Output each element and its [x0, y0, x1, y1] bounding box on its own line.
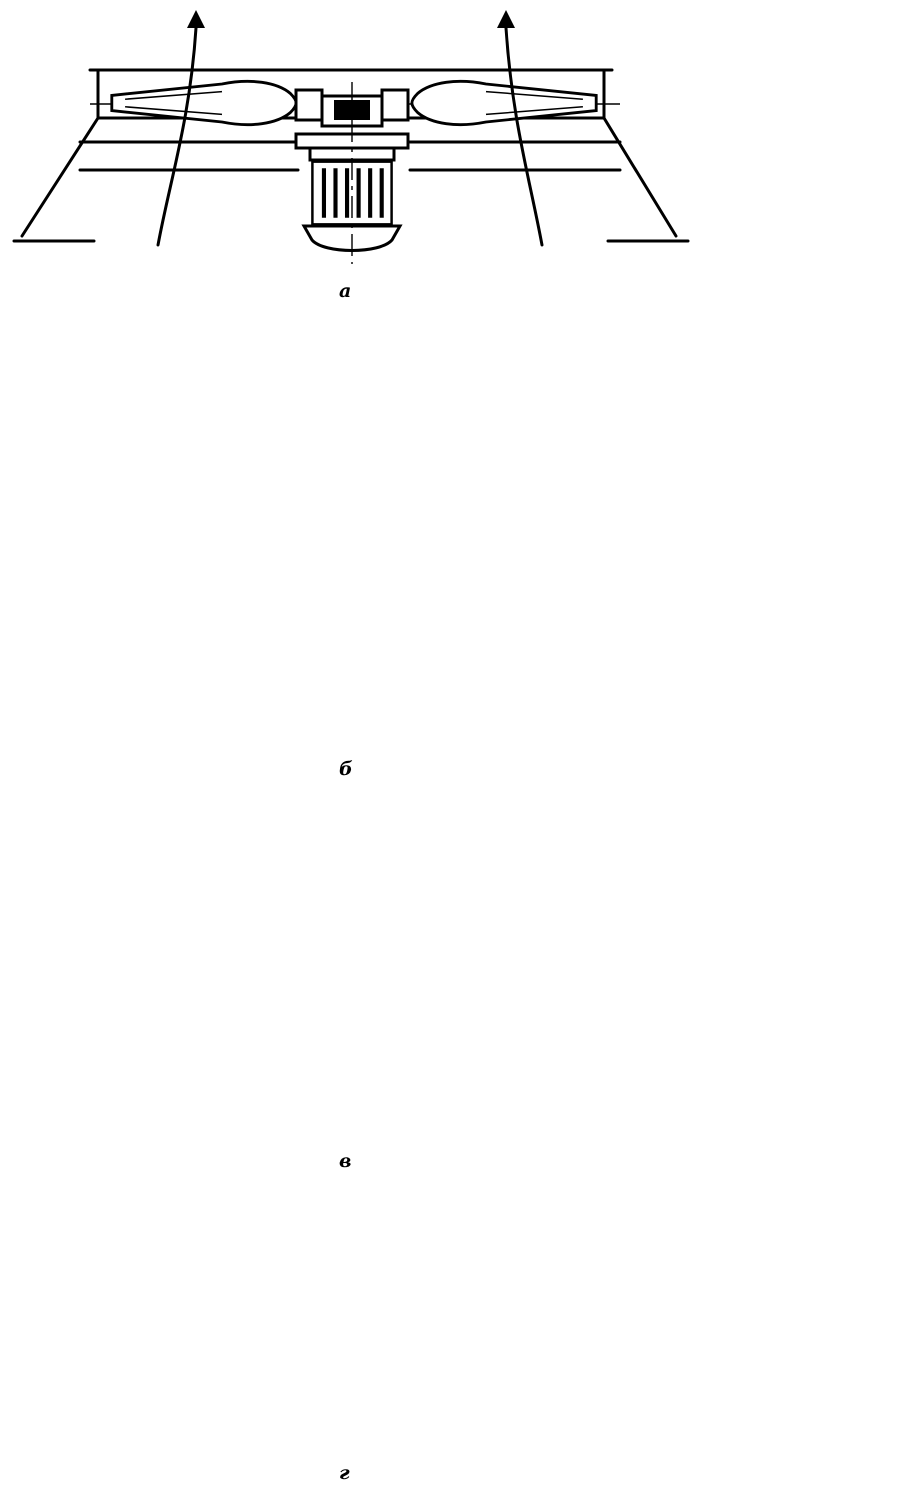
panel-label-g: г [339, 1462, 350, 1484]
panel-a-drawing [12, 10, 690, 264]
panel-label-b: б [339, 758, 353, 780]
panel-label-a: а [339, 280, 352, 302]
panel-label-v: в [339, 1150, 352, 1172]
